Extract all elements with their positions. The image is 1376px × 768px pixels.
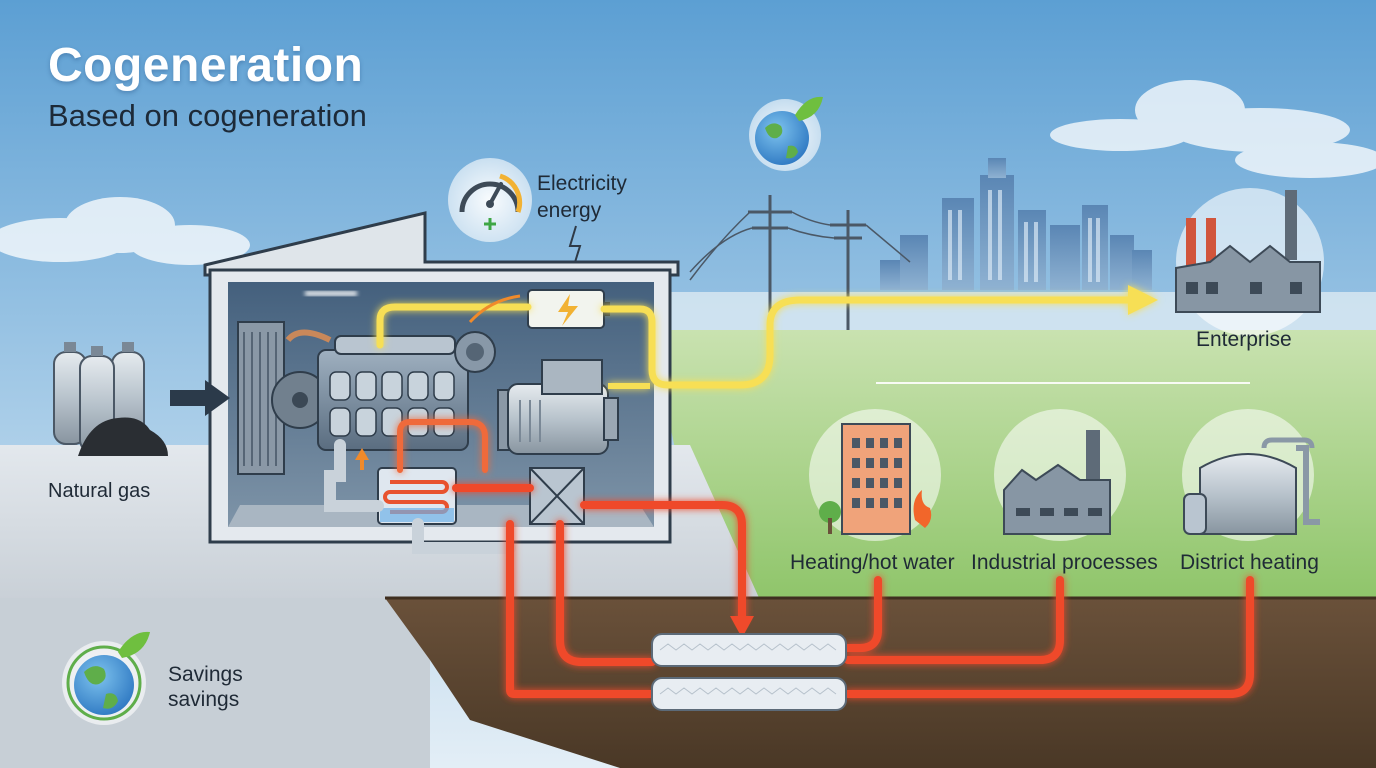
natural-gas-label: Natural gas xyxy=(48,480,151,502)
electricity-label-line2: energy xyxy=(537,199,602,222)
heat-exchanger xyxy=(377,467,585,525)
insulated-pipes xyxy=(651,633,847,711)
electric-flow xyxy=(376,285,1158,389)
factory-icon-industrial xyxy=(994,409,1126,541)
electricity-label: Electricity energy xyxy=(537,170,627,224)
page-subtitle: Based on cogeneration xyxy=(48,98,367,133)
fire-icon xyxy=(913,490,932,528)
storage-tank-icon xyxy=(1182,409,1320,541)
enterprise-label: Enterprise xyxy=(1196,328,1292,351)
spark xyxy=(468,294,521,324)
globe-icon-savings xyxy=(62,631,150,725)
savings-label-line1: Savings xyxy=(168,663,243,686)
heat-flow xyxy=(397,419,1254,698)
clouds xyxy=(0,80,1376,265)
lightning-icon xyxy=(568,225,582,273)
return-pipes xyxy=(324,439,516,554)
page-title: Cogeneration xyxy=(48,39,364,92)
savings-label: Savings savings xyxy=(168,662,243,712)
district-heating-label: District heating xyxy=(1180,551,1319,574)
apartment-building-icon xyxy=(809,409,941,541)
factory-icon-enterprise xyxy=(1175,188,1324,336)
savings-label-line2: savings xyxy=(168,688,240,711)
generator xyxy=(497,359,619,455)
heating-hot-water-label: Heating/hot water xyxy=(790,551,955,574)
input-arrow xyxy=(170,380,230,416)
electricity-label-line1: Electricity xyxy=(537,172,627,195)
industrial-processes-label: Industrial processes xyxy=(971,551,1158,574)
city-skyline xyxy=(880,158,1152,290)
radiator xyxy=(237,321,329,475)
heat-arrow xyxy=(730,616,754,638)
gauge-icon xyxy=(448,158,532,242)
soil-cross-section xyxy=(385,598,1376,768)
globe-icon-top xyxy=(749,96,823,171)
coal-icon xyxy=(78,417,168,456)
battery-icon xyxy=(527,289,610,329)
